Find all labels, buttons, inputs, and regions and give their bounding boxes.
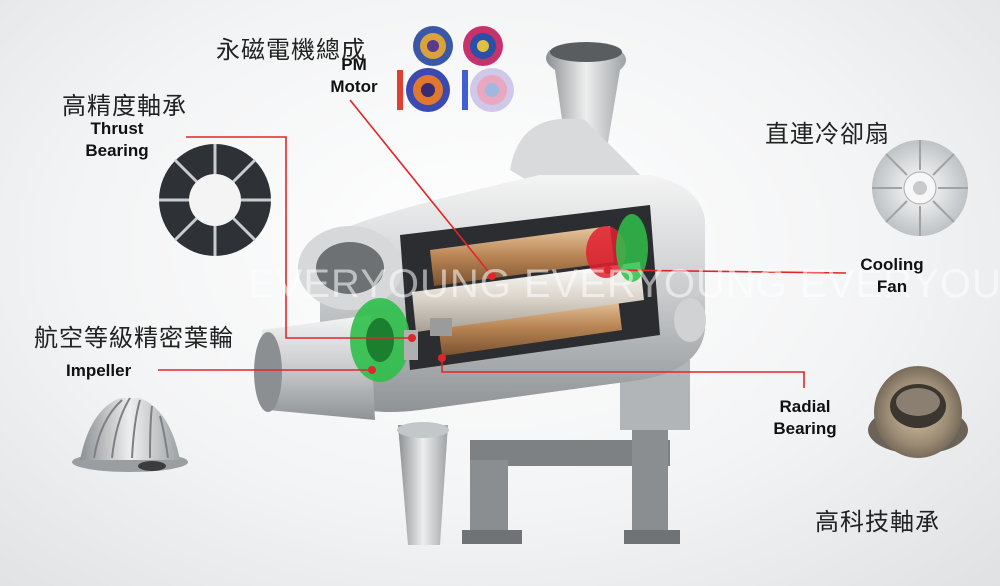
motor-lamination-2	[463, 26, 503, 66]
impeller-body	[80, 398, 180, 460]
dot-radial-bearing	[438, 354, 446, 362]
fan-bore	[913, 181, 927, 195]
outlet-pipe	[546, 50, 626, 190]
inlet-pipe-opening	[254, 332, 282, 412]
watermark: EVERYOUNG EVERYOUNG EVERYOUNG	[248, 262, 1000, 306]
radial-bearing-part	[430, 318, 452, 336]
radial-bearing-label-en: Radial Bearing	[760, 396, 850, 440]
base-leg-left	[470, 460, 508, 540]
rotor-shaft	[412, 262, 644, 332]
outlet-opening	[550, 42, 622, 62]
base-foot-left	[462, 530, 522, 544]
thrust-bearing-hole	[189, 174, 241, 226]
base-foot-right	[624, 530, 680, 544]
thrust-line-1: Thrust	[90, 119, 144, 138]
impeller-label-en: Impeller	[66, 361, 132, 380]
end-cap	[674, 298, 706, 342]
motor-lamination-1	[413, 26, 453, 66]
dot-impeller	[368, 366, 376, 374]
inlet-pipe	[262, 315, 375, 420]
radial-bearing-label-zh: 高科技軸承	[815, 508, 940, 536]
thrust-bearing-label-en: Thrust Bearing	[72, 118, 162, 162]
dot-pm-motor	[488, 272, 496, 280]
cooling-line-1: Cooling	[860, 255, 924, 274]
base-leg-right	[632, 430, 668, 540]
colorbar-2	[462, 70, 468, 110]
cooling-fan-label-en: Cooling Fan	[846, 254, 938, 298]
inlet-volute-bore	[316, 242, 384, 294]
thrust-line-2: Bearing	[85, 141, 149, 160]
pm-motor-label-en: PM Motor	[316, 54, 392, 98]
pm-motor-line-1: PM	[341, 55, 367, 74]
motor-lamination-3	[406, 68, 450, 112]
thrust-bearing-label-zh: 高精度軸承	[62, 92, 187, 120]
thrust-bearing-image	[159, 144, 271, 256]
impeller-label-zh: 航空等級精密葉輪	[34, 324, 234, 352]
pm-motor-line-2: Motor	[330, 77, 378, 96]
motor-lamination-4	[470, 68, 514, 112]
bearing-bore-inner	[896, 388, 940, 416]
leader-lines	[158, 99, 847, 388]
leader-thrust-bearing	[186, 136, 412, 339]
radial-bearing-image	[868, 366, 968, 458]
dot-thrust-bearing	[408, 334, 416, 342]
impeller-nut	[138, 461, 166, 471]
leader-dots	[368, 266, 612, 374]
radial-line-2: Bearing	[773, 419, 837, 438]
pm-motor-label-zh: 永磁電機總成	[216, 36, 366, 64]
lower-pipe	[398, 425, 448, 545]
cooling-fan-image	[872, 140, 968, 236]
cooling-fan-part	[586, 226, 626, 278]
impeller-image	[72, 397, 188, 472]
leader-pm-motor	[349, 99, 493, 277]
dot-cooling-fan	[604, 266, 612, 274]
stator-winding-lower	[438, 298, 622, 356]
stator-winding-upper	[430, 226, 614, 286]
cooling-line-2: Fan	[876, 277, 908, 296]
leader-radial-bearing	[441, 358, 805, 388]
pm-motor-images	[397, 26, 514, 112]
radial-line-1: Radial	[779, 397, 831, 416]
cooling-fan-label-zh: 直連冷卻扇	[765, 120, 890, 148]
colorbar-1	[397, 70, 403, 110]
fan-end-green	[616, 214, 648, 282]
impeller-hub	[366, 318, 394, 362]
lower-pipe-top	[397, 422, 449, 438]
leader-cooling-fan	[607, 269, 847, 274]
